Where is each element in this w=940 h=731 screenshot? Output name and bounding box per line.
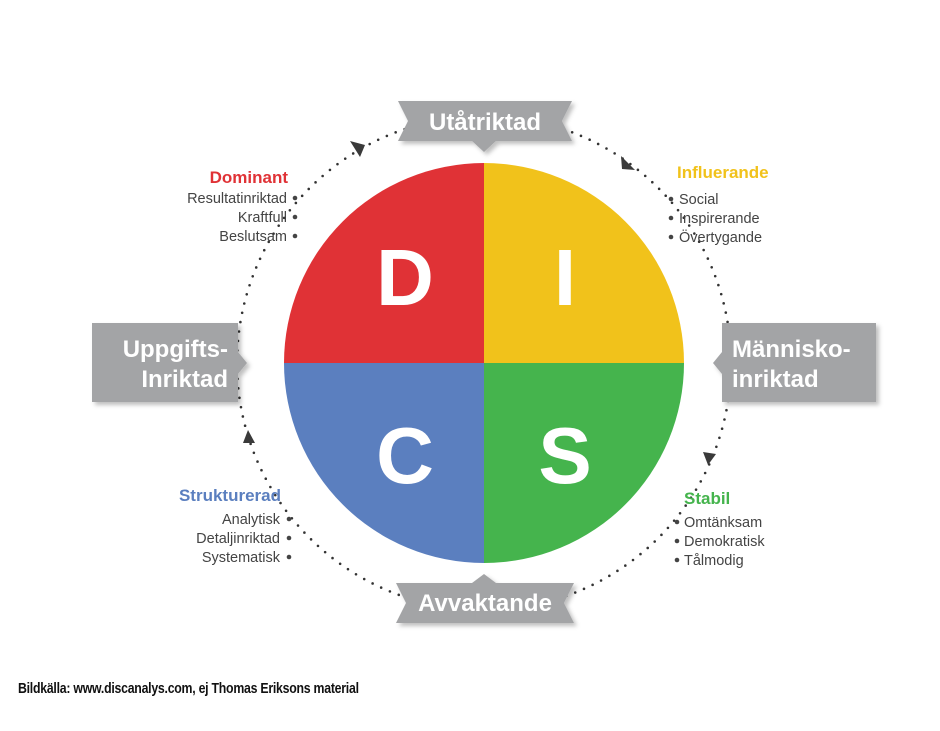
bullet bbox=[286, 535, 292, 541]
axis-label-bottom: Avvaktande bbox=[418, 590, 552, 617]
quadrant-i bbox=[484, 163, 684, 363]
group-stabil: Stabil Omtänksam Demokratisk Tålmodig bbox=[674, 489, 765, 569]
disc-circle bbox=[284, 163, 684, 563]
letter-d: D bbox=[376, 233, 434, 322]
bullet bbox=[668, 234, 674, 240]
letter-c: C bbox=[376, 411, 434, 500]
trait-dominant-3: Beslutsam bbox=[219, 229, 287, 245]
bullet bbox=[674, 557, 680, 563]
bullet bbox=[292, 233, 298, 239]
bullet bbox=[674, 519, 680, 525]
bullet bbox=[286, 554, 292, 560]
axis-label-top: Utåtriktad bbox=[429, 109, 541, 136]
image-source-caption: Bildkälla: www.discanalys.com, ej Thomas… bbox=[18, 680, 359, 697]
axis-label-left-line2: Inriktad bbox=[141, 366, 228, 393]
trait-dominant-2: Kraftfull bbox=[238, 210, 287, 226]
group-strukturerad: Strukturerad Analytisk Detaljinriktad Sy… bbox=[179, 486, 292, 566]
axis-label-right-line2: inriktad bbox=[732, 366, 819, 393]
bullet bbox=[292, 195, 298, 201]
trait-influerande-3: Övertygande bbox=[679, 228, 762, 246]
heading-influerande: Influerande bbox=[677, 163, 769, 182]
quadrant-c bbox=[284, 363, 484, 563]
heading-strukturerad: Strukturerad bbox=[179, 486, 281, 505]
trait-stabil-3: Tålmodig bbox=[684, 553, 744, 569]
ring-arrows bbox=[243, 141, 716, 465]
arrow-right-icon bbox=[703, 452, 716, 465]
axis-label-left-line1: Uppgifts- bbox=[123, 336, 228, 363]
bullet bbox=[668, 215, 674, 221]
letter-s: S bbox=[538, 411, 591, 500]
trait-dominant-1: Resultatinriktad bbox=[187, 191, 287, 207]
heading-dominant: Dominant bbox=[210, 168, 289, 187]
trait-influerande-2: Inspirerande bbox=[679, 211, 760, 227]
heading-stabil: Stabil bbox=[684, 489, 730, 508]
quadrant-s bbox=[484, 363, 684, 563]
quadrant-d bbox=[284, 163, 484, 363]
trait-stabil-2: Demokratisk bbox=[684, 534, 765, 550]
arrow-top-right-icon bbox=[621, 156, 635, 170]
trait-influerande-1: Social bbox=[679, 192, 719, 208]
arrow-top-left-icon bbox=[350, 141, 365, 157]
axis-label-right-line1: Människo- bbox=[732, 336, 851, 363]
group-dominant: Dominant Resultatinriktad Kraftfull Besl… bbox=[187, 168, 298, 245]
trait-strukturerad-1: Analytisk bbox=[222, 512, 281, 528]
trait-strukturerad-3: Systematisk bbox=[202, 550, 281, 566]
trait-strukturerad-2: Detaljinriktad bbox=[196, 531, 280, 547]
bullet bbox=[292, 214, 298, 220]
banner-top bbox=[398, 101, 572, 152]
banner-right bbox=[713, 323, 876, 402]
banner-left bbox=[92, 323, 247, 402]
group-influerande: Influerande Social Inspirerande Övertyga… bbox=[668, 163, 769, 246]
trait-stabil-1: Omtänksam bbox=[684, 515, 762, 531]
arrow-left-icon bbox=[243, 430, 255, 443]
bullet bbox=[674, 538, 680, 544]
banner-bottom bbox=[396, 574, 574, 623]
bullet bbox=[668, 196, 674, 202]
letter-i: I bbox=[554, 233, 576, 322]
bullet bbox=[286, 516, 292, 522]
